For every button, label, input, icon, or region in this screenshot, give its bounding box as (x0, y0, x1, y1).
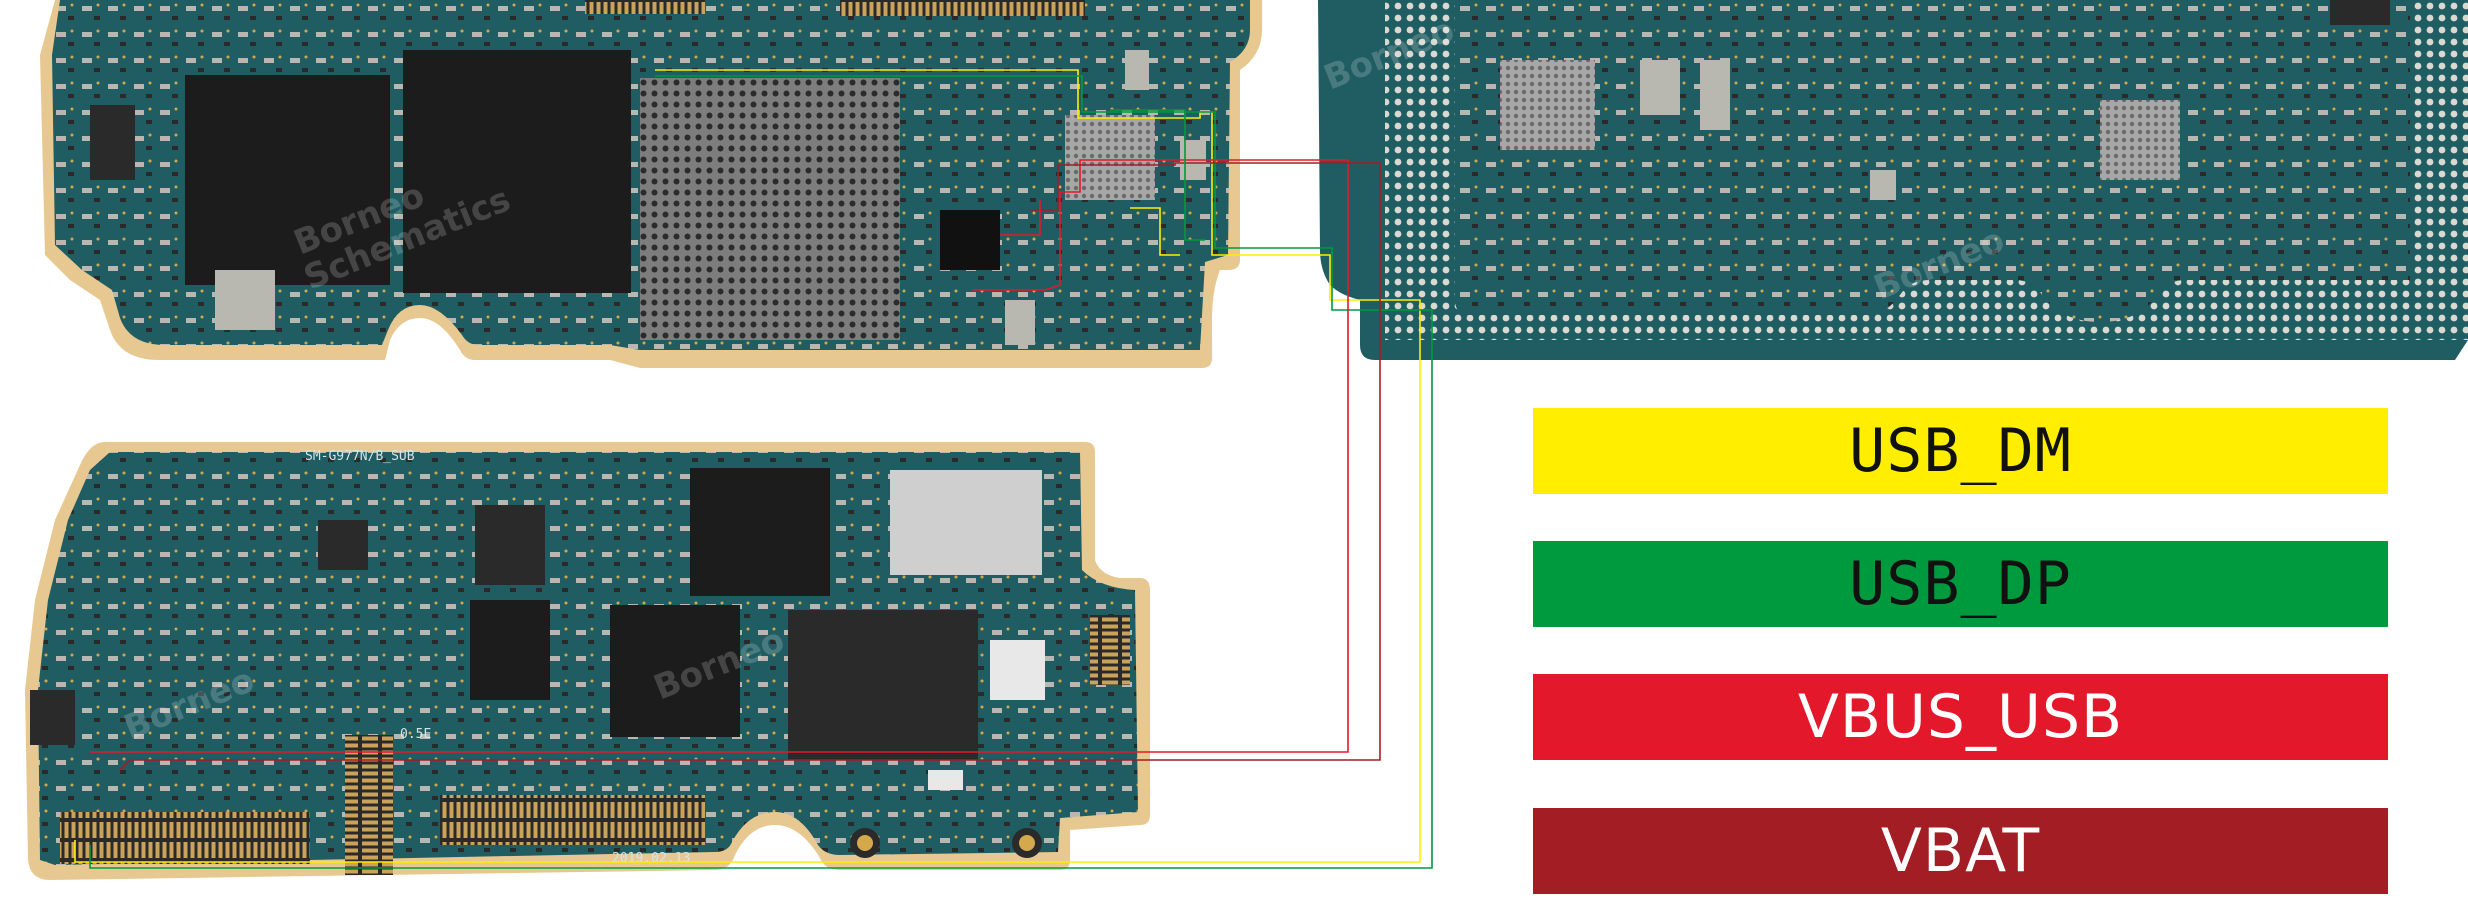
modem-chip (610, 605, 740, 737)
top-connector-2 (840, 0, 1085, 16)
top-connector-1 (585, 0, 705, 14)
trace-usb-dm (74, 69, 1421, 863)
sub-board-connector-3 (345, 735, 393, 875)
main-board: Borneo Schematics (40, 0, 1262, 368)
legend-vbus-usb: VBUS_USB (1533, 674, 2388, 760)
right-board-bga (1500, 60, 1595, 150)
shield-can (890, 470, 1042, 575)
sub-board: SM-G977N/B_SUB 2019.02.13 0.5E Borneo Bo… (25, 442, 1150, 880)
trace-vbat (119, 162, 1381, 771)
legend-vbat: VBAT (1533, 808, 2388, 894)
trace-usb-dp (89, 75, 1433, 869)
sub-board-connector-2 (440, 795, 705, 845)
right-board: Borneo Borneo (1318, 0, 2468, 360)
sub-board-marker-label: 0.5E (400, 727, 431, 742)
transceiver-chip (690, 468, 830, 596)
legend-usb-dp: USB_DP (1533, 541, 2388, 627)
soc-bga-pads (640, 78, 900, 340)
rf-chip (788, 610, 978, 760)
sub-board-date-label: 2019.02.13 (612, 851, 690, 866)
memory-chip-1 (185, 75, 390, 285)
legend-usb-dm: USB_DM (1533, 408, 2388, 494)
signal-traces (74, 69, 1433, 869)
trace-vbus-usb (90, 159, 1349, 753)
memory-chip-2 (403, 50, 631, 293)
usb-ic-chip (940, 210, 1000, 270)
pmic-bga-pads (1065, 115, 1155, 200)
sub-board-connector-1 (60, 812, 310, 864)
sub-board-model-label: SM-G977N/B_SUB (305, 449, 415, 464)
